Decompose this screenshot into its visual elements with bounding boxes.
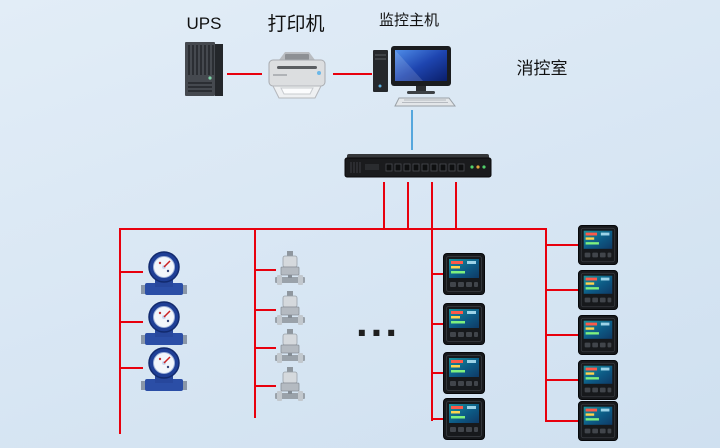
valve-sensor-device xyxy=(275,251,305,289)
panel-meter-device xyxy=(578,401,618,441)
ups-tower-icon xyxy=(185,42,223,96)
valve-sensor-icon xyxy=(275,291,305,325)
stub-line xyxy=(545,420,579,422)
panel-meter-device xyxy=(578,315,618,355)
water-meter-icon xyxy=(141,347,187,391)
digital-panel-meter-icon xyxy=(578,270,618,310)
branch-line-meters-right xyxy=(545,228,547,422)
digital-panel-meter-icon xyxy=(578,360,618,400)
panel-meter-device xyxy=(578,270,618,310)
panel-meter-device xyxy=(578,360,618,400)
stub-line xyxy=(254,385,276,387)
printer-label: 打印机 xyxy=(267,14,325,35)
monitoring-host-label: 监控主机 xyxy=(378,12,439,29)
water-meter-icon xyxy=(141,251,187,295)
stub-line xyxy=(119,271,143,273)
monitoring-host-device xyxy=(371,44,457,108)
panel-meter-device xyxy=(443,352,485,394)
digital-panel-meter-icon xyxy=(443,398,485,440)
rack-switch-icon xyxy=(344,154,492,178)
valve-sensor-device xyxy=(275,329,305,367)
connection-line-printer-host xyxy=(333,73,372,75)
valve-sensor-device xyxy=(275,291,305,329)
connection-line-ups-printer xyxy=(227,73,262,75)
control-room-label: 消控室 xyxy=(516,59,568,78)
digital-panel-meter-icon xyxy=(443,253,485,295)
stub-line xyxy=(431,323,445,325)
branch-line-water-meters xyxy=(119,228,121,434)
panel-meter-device xyxy=(443,253,485,295)
valve-sensor-icon xyxy=(275,329,305,363)
valve-sensor-icon xyxy=(275,367,305,401)
stub-line xyxy=(545,334,579,336)
stub-line xyxy=(545,244,579,246)
collector-drop-line-1 xyxy=(383,182,385,229)
valve-sensor-device xyxy=(275,367,305,405)
stub-line xyxy=(119,321,143,323)
stub-line xyxy=(545,379,579,381)
water-meter-device xyxy=(141,346,187,396)
collector-drop-line-4 xyxy=(455,182,457,229)
computer-host-icon xyxy=(373,46,456,107)
printer-icon xyxy=(268,52,326,99)
collector-drop-line-2 xyxy=(407,182,409,229)
digital-panel-meter-icon xyxy=(578,401,618,441)
horizontal-bus-line xyxy=(119,228,547,230)
water-meter-device xyxy=(141,250,187,300)
digital-panel-meter-icon xyxy=(443,352,485,394)
digital-panel-meter-icon xyxy=(578,315,618,355)
stub-line xyxy=(431,418,445,420)
water-meter-icon xyxy=(141,301,187,345)
stub-line xyxy=(431,372,445,374)
valve-sensor-icon xyxy=(275,251,305,285)
panel-meter-device xyxy=(443,398,485,440)
stub-line xyxy=(254,269,276,271)
ups-label: UPS xyxy=(186,14,222,33)
stub-line xyxy=(254,309,276,311)
more-devices-ellipsis: ... xyxy=(355,298,400,345)
stub-line xyxy=(431,273,445,275)
ups-device xyxy=(181,40,227,98)
panel-meter-device xyxy=(443,303,485,345)
panel-meter-device xyxy=(578,225,618,265)
connection-line-host-collector xyxy=(411,110,413,150)
branch-line-valves xyxy=(254,228,256,418)
collector-device xyxy=(344,150,492,182)
stub-line xyxy=(119,367,143,369)
water-meter-device xyxy=(141,300,187,350)
printer-device xyxy=(261,50,333,102)
digital-panel-meter-icon xyxy=(443,303,485,345)
stub-line xyxy=(545,289,579,291)
digital-panel-meter-icon xyxy=(578,225,618,265)
stub-line xyxy=(254,347,276,349)
collector-drop-line-3 xyxy=(431,182,433,229)
